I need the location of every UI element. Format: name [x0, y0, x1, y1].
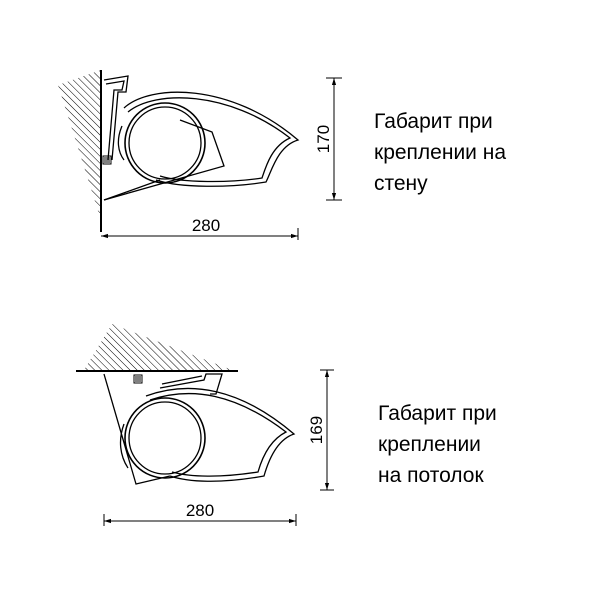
ceiling-caption: Габарит при креплении на потолок	[378, 398, 497, 491]
wall-caption: Габарит при креплении на стену	[374, 106, 506, 199]
ceiling-lamp-body	[103, 373, 296, 485]
wall-junction-box	[102, 155, 112, 165]
wall-height-value: 170	[314, 125, 333, 153]
wall-width-value: 280	[192, 216, 220, 235]
ceiling-hatch	[84, 324, 232, 370]
wall-caption-line-3: стену	[374, 172, 428, 195]
ceiling-caption-line-2: креплении	[378, 433, 481, 456]
ceiling-caption-line-1: Габарит при	[378, 402, 497, 425]
wall-caption-line-2: креплении на	[374, 141, 507, 164]
ceiling-junction-box	[133, 374, 143, 384]
wall-hatch	[58, 70, 101, 220]
ceiling-height-value: 169	[307, 416, 326, 444]
wall-lamp-body	[103, 75, 300, 201]
ceiling-width-value: 280	[186, 501, 214, 520]
ceiling-caption-line-3: на потолок	[378, 464, 484, 487]
ceiling-mount-view: 280 169	[76, 324, 334, 526]
wall-caption-line-1: Габарит при	[374, 110, 493, 133]
wall-mount-view: 280 170	[58, 70, 342, 240]
